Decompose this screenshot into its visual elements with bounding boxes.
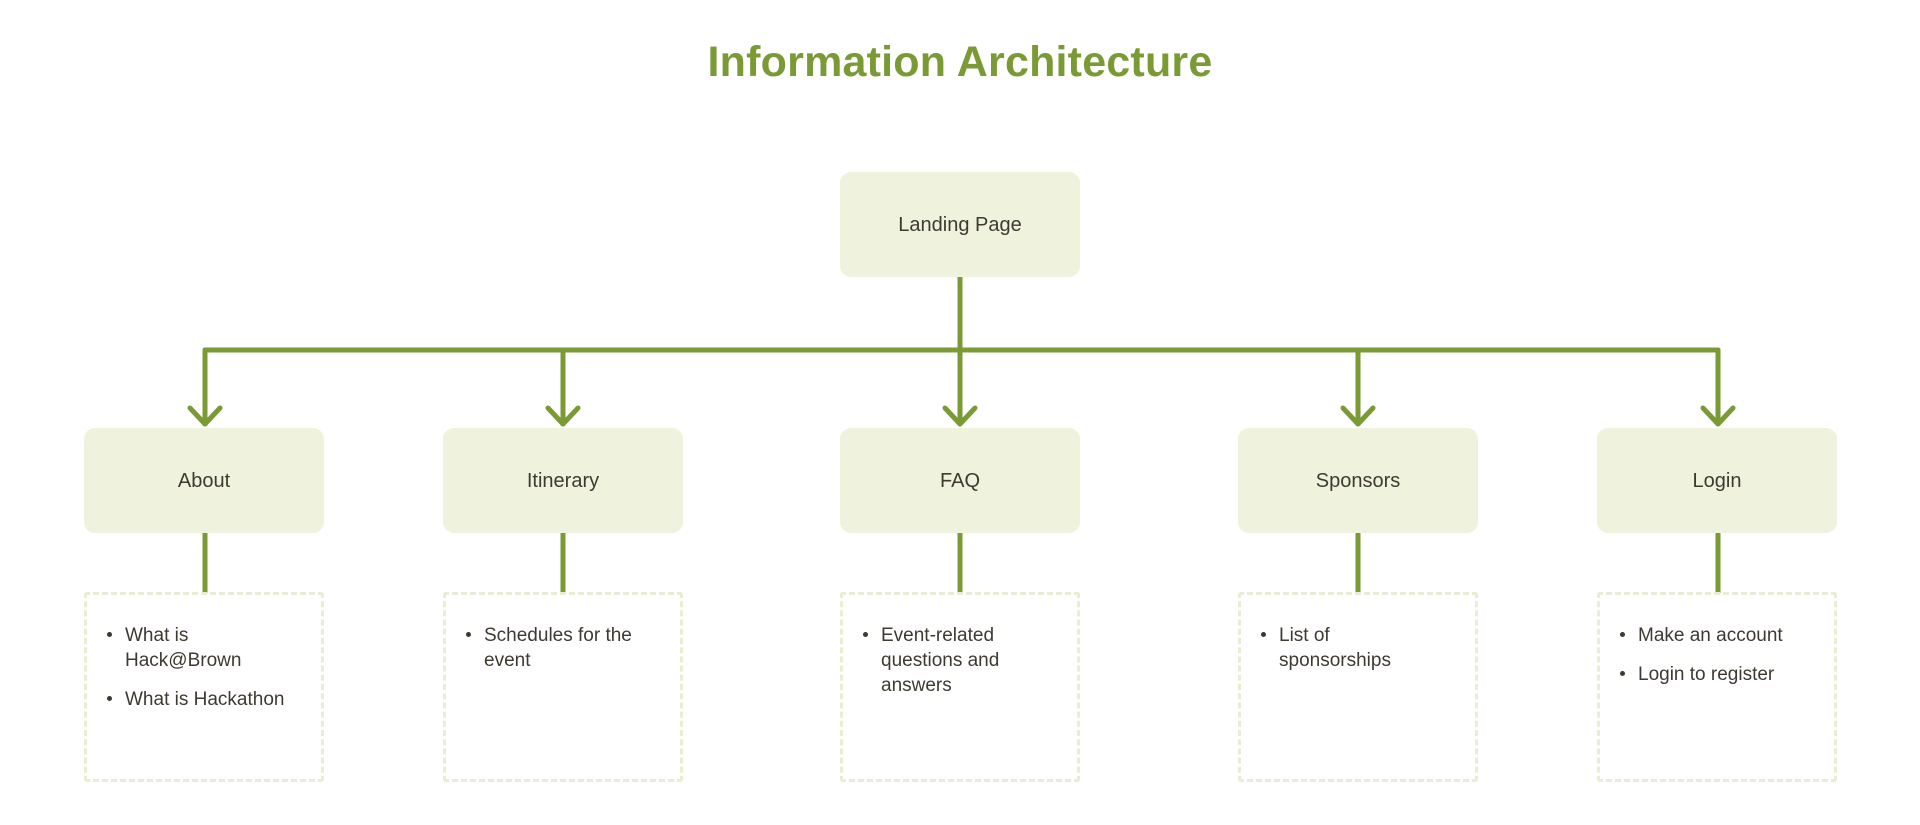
detail-list-sponsors: List of sponsorships [1257, 623, 1469, 673]
node-faq[interactable]: FAQ [840, 428, 1080, 533]
detail-box-itinerary: Schedules for the event [443, 592, 683, 782]
node-faq-label: FAQ [939, 469, 980, 492]
node-sponsors-label: Sponsors [1315, 469, 1401, 492]
node-login[interactable]: Login [1597, 428, 1837, 533]
bullet-icon [107, 632, 112, 637]
list-item: Login to register [1616, 662, 1798, 687]
node-itinerary[interactable]: Itinerary [443, 428, 683, 533]
list-item-label: Schedules for the event [484, 625, 632, 672]
list-item: What is Hack@Brown [103, 623, 285, 673]
detail-list-about: What is Hack@Brown What is Hackathon [103, 623, 315, 712]
bullet-icon [1261, 632, 1266, 637]
node-about[interactable]: About [84, 428, 324, 533]
arrowhead-itinerary [545, 405, 581, 427]
list-item: Schedules for the event [462, 623, 644, 673]
detail-box-sponsors: List of sponsorships [1238, 592, 1478, 782]
detail-box-about: What is Hack@Brown What is Hackathon [84, 592, 324, 782]
detail-list-faq: Event-related questions and answers [859, 623, 1071, 698]
bullet-icon [1620, 632, 1625, 637]
node-login-label: Login [1692, 469, 1742, 492]
detail-box-login: Make an account Login to register [1597, 592, 1837, 782]
list-item: What is Hackathon [103, 687, 285, 712]
arrowhead-login [1700, 405, 1736, 427]
list-item-label: Event-related questions and answers [881, 625, 1000, 697]
bullet-icon [107, 696, 112, 702]
list-item-label: Login to register [1638, 664, 1775, 686]
arrowhead-about [187, 405, 223, 427]
node-about-label: About [177, 469, 231, 492]
node-landing-page[interactable]: Landing Page [840, 172, 1080, 277]
node-itinerary-label: Itinerary [526, 469, 600, 492]
arrowhead-sponsors [1340, 405, 1376, 427]
list-item: Make an account [1616, 623, 1798, 648]
page-title: Information Architecture [707, 38, 1213, 86]
detail-list-login: Make an account Login to register [1616, 623, 1828, 687]
node-sponsors[interactable]: Sponsors [1238, 428, 1478, 533]
list-item: Event-related questions and answers [859, 623, 1041, 698]
detail-box-faq: Event-related questions and answers [840, 592, 1080, 782]
list-item-label: List of sponsorships [1279, 625, 1391, 672]
list-item-label: What is Hack@Brown [125, 625, 242, 672]
bullet-icon [466, 632, 471, 637]
list-item-label: Make an account [1638, 625, 1783, 646]
arrowhead-faq [942, 405, 978, 427]
bullet-icon [863, 632, 868, 637]
node-landing-page-label: Landing Page [898, 213, 1022, 236]
list-item-label: What is Hackathon [125, 689, 285, 711]
detail-list-itinerary: Schedules for the event [462, 623, 674, 673]
bullet-icon [1620, 671, 1625, 677]
list-item: List of sponsorships [1257, 623, 1439, 673]
